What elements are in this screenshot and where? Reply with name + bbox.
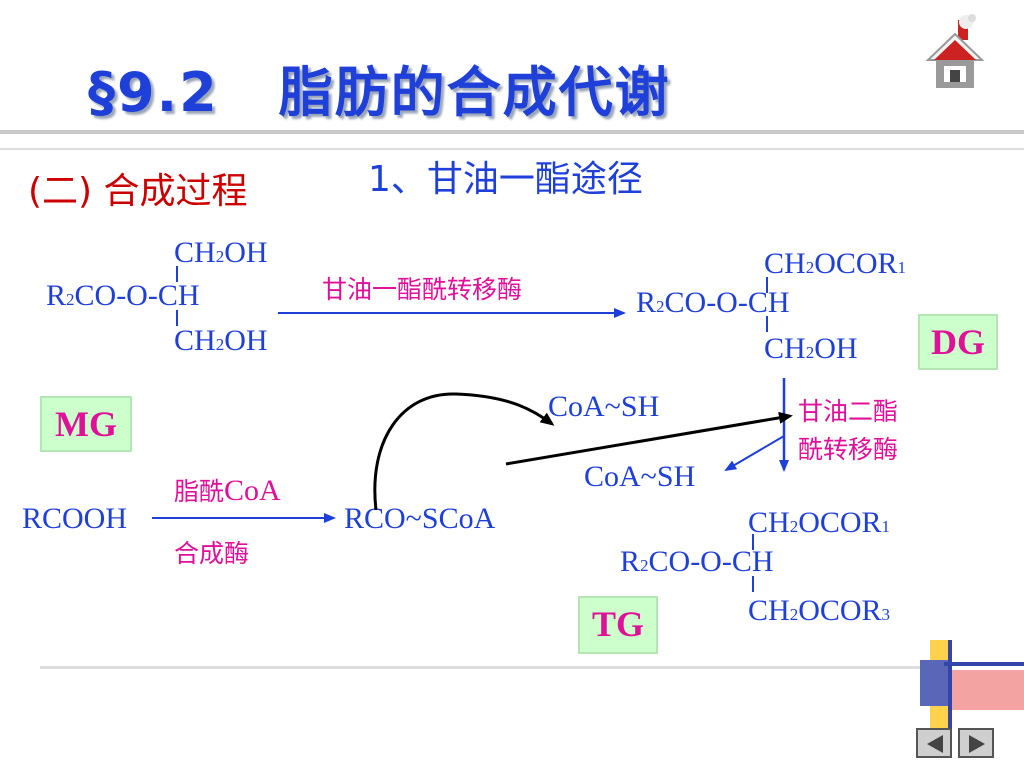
house-icon[interactable] — [924, 14, 986, 96]
next-slide-icon[interactable] — [958, 728, 994, 758]
mg-acyltransferase-label: 甘油一酯酰转移酶 — [322, 275, 523, 304]
mg-bond-bottom — [176, 310, 178, 326]
slide-title: §9.2 脂肪的合成代谢 — [88, 48, 671, 127]
dg-bond-bottom — [766, 316, 768, 332]
tg-top-line: CH2OCOR1 — [748, 506, 891, 539]
acyl-coa-synthetase-label-2: 合成酶 — [174, 539, 250, 568]
section-number: §9.2 — [88, 61, 219, 124]
mg-bottom-line: CH2OH — [174, 324, 268, 357]
dg-top-line: CH2OCOR1 — [764, 247, 907, 280]
corner-decoration — [890, 640, 1024, 768]
title-text: 脂肪的合成代谢 — [278, 61, 671, 124]
footer-rule — [40, 666, 940, 669]
coa-sh-release-arrow — [724, 435, 785, 472]
dg-acyltransferase-label-2: 酰转移酶 — [798, 435, 899, 464]
coa-release-curve — [373, 392, 555, 511]
tg-badge: TG — [578, 596, 658, 654]
section-heading: (二) 合成过程 — [28, 171, 248, 212]
tg-bottom-line: CH2OCOR3 — [748, 594, 891, 627]
tg-bond-top — [752, 534, 754, 550]
tg-middle-line: R2CO-O-CH — [620, 545, 774, 578]
mg-badge: MG — [40, 396, 132, 452]
mg-top-line: CH2OH — [174, 236, 268, 269]
tg-bond-bottom — [752, 576, 754, 592]
rcooh-label: RCOOH — [22, 502, 128, 535]
prev-slide-icon[interactable] — [916, 728, 952, 758]
subsection-heading: 1、甘油一酯途径 — [368, 159, 643, 200]
dg-acyltransferase-label-1: 甘油二酯 — [798, 397, 899, 426]
coa-sh-top-label: CoA~SH — [548, 390, 660, 423]
acyl-coa-label: RCO~SCoA — [344, 502, 496, 535]
dg-badge: DG — [918, 314, 998, 370]
header-rule — [0, 130, 1024, 134]
mg-bond-top — [176, 266, 178, 282]
header-rule-thin — [0, 148, 1024, 150]
coa-sh-bottom-label: CoA~SH — [584, 460, 696, 493]
dg-bond-top — [766, 277, 768, 293]
dg-middle-line: R2CO-O-CH — [636, 286, 790, 319]
dg-bottom-line: CH2OH — [764, 332, 858, 365]
acyl-coa-synthetase-label-1: 脂酰CoA — [174, 474, 281, 507]
mg-middle-line: R2CO-O-CH — [46, 279, 200, 312]
